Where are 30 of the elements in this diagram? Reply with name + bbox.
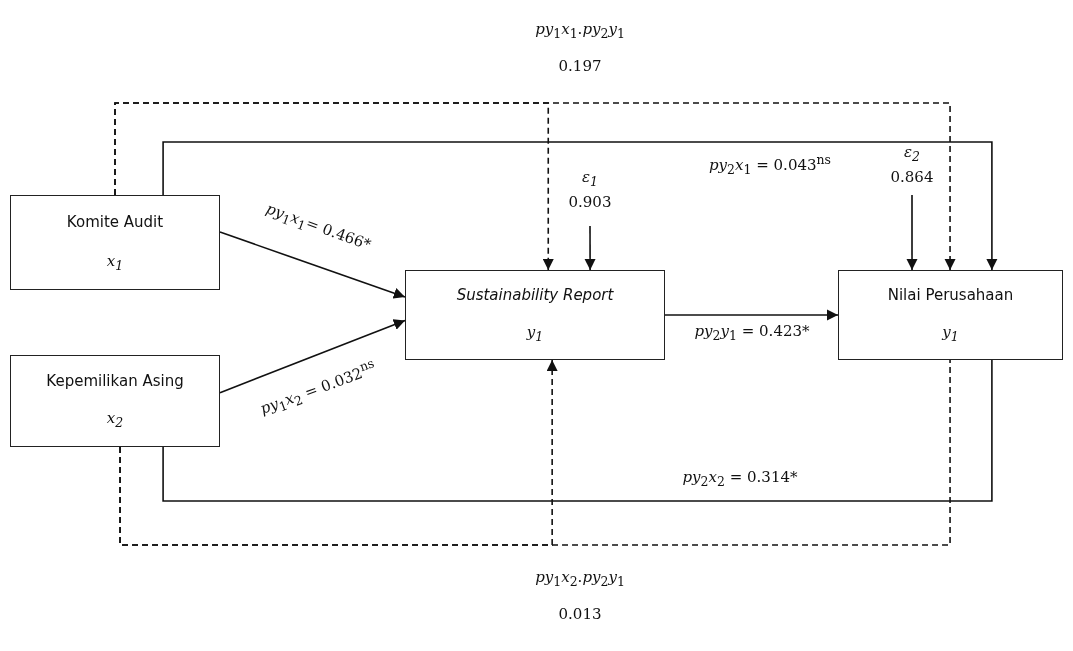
effect-value: 0.197 (558, 57, 602, 75)
variable-box (10, 355, 220, 447)
error-symbol: ε$_{2}$ (904, 143, 920, 164)
arrow (584, 225, 596, 271)
edge-label: py$_{2}$y$_{1}$ = 0.423* (694, 321, 810, 343)
effect-formula: py$_{1}$x$_{1}$.py$_{2}$y$_{1}$ (535, 19, 625, 41)
variable-name: Komite Audit (66, 212, 164, 231)
variable-box (838, 270, 1063, 360)
error-value: 0.903 (568, 193, 612, 211)
variable-symbol: y$_{1}$ (526, 322, 544, 344)
variable-box (10, 195, 220, 290)
error-symbol: ε$_{1}$ (582, 168, 598, 189)
dashed-arrow (114, 102, 956, 271)
edge-label: py$_{2}$x$_{2}$ = 0.314* (682, 467, 798, 489)
effect-formula: py$_{1}$x$_{2}$.py$_{2}$y$_{1}$ (535, 567, 625, 589)
arrow (664, 309, 839, 321)
arrow (906, 194, 918, 271)
variable-box (405, 270, 665, 360)
effect-value: 0.013 (558, 605, 602, 623)
variable-symbol: y$_{1}$ (942, 322, 959, 344)
error-value: 0.864 (890, 168, 934, 186)
variable-name: Sustainability Report (456, 286, 614, 305)
variable-symbol: x$_{1}$ (106, 251, 124, 273)
arrow (219, 319, 406, 394)
variable-name: Kepemilikan Asing (46, 371, 184, 390)
arrow (162, 141, 998, 271)
variable-symbol: x$_{2}$ (106, 409, 124, 431)
edge-label: py$_{2}$x$_{1}$ = 0.043$^{ns}$ (709, 151, 831, 177)
arrow (219, 231, 406, 299)
variable-name: Nilai Perusahaan (887, 286, 1014, 305)
